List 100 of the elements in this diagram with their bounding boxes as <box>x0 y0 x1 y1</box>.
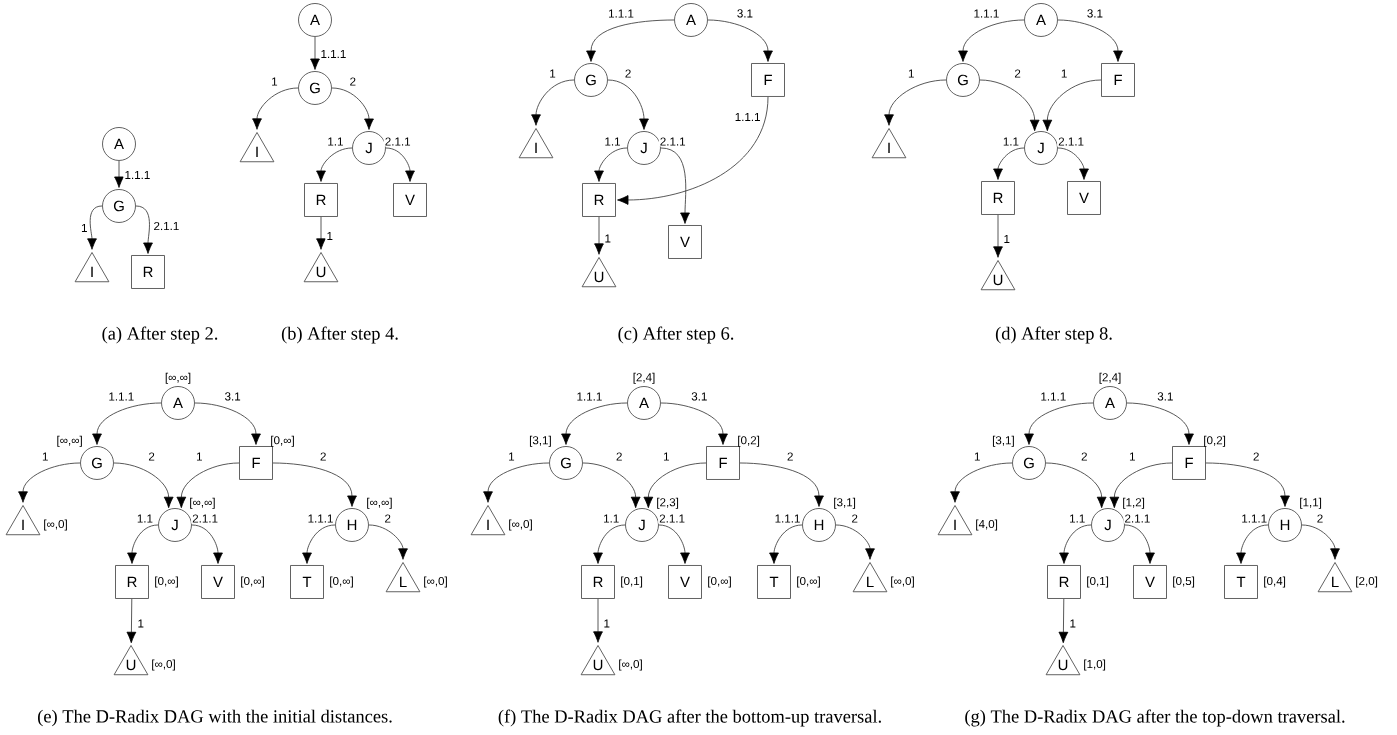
arrow <box>707 19 773 62</box>
edge-label: 1 <box>662 451 671 462</box>
distance-label: [0,5] <box>1173 576 1195 588</box>
arrow <box>18 462 81 503</box>
triangle-node: U <box>580 645 616 676</box>
square-node: R <box>131 255 165 289</box>
caption: (g) The D-Radix DAG after the top-down traversal. <box>965 709 1345 727</box>
distance-label: [3,1] <box>992 435 1014 447</box>
arrow <box>1205 462 1290 507</box>
edge-label: 2.1.1 <box>1057 136 1086 147</box>
edge-label: 1 <box>1059 68 1069 79</box>
square-node: T <box>290 565 324 599</box>
distance-label: [1,1] <box>1300 497 1322 509</box>
arrow <box>1024 402 1094 445</box>
triangle-node: U <box>581 257 617 288</box>
edge-label: 2 <box>318 451 328 462</box>
triangle-node: I <box>74 252 110 283</box>
distance-label: [2,4] <box>1099 372 1121 384</box>
caption: (f) The D-Radix DAG after the bottom-up traversal. <box>498 709 881 727</box>
arrow <box>739 462 824 507</box>
arrow <box>385 147 415 182</box>
arrow <box>135 205 153 254</box>
distance-label: [0,2] <box>1204 435 1226 447</box>
arrow <box>993 214 1003 258</box>
circle-node: G <box>1012 446 1046 480</box>
arrow <box>272 462 357 507</box>
distance-label: [4,0] <box>976 519 998 531</box>
edge-label: 2.1.1 <box>152 220 181 232</box>
circle-node: A <box>298 3 332 37</box>
arrow <box>958 19 1025 62</box>
edge-label: 1.1.1 <box>123 169 152 181</box>
edge-label: 1.1.1 <box>607 8 635 19</box>
edge-label: 1.1.1 <box>972 8 1001 19</box>
edge-label: 1 <box>80 222 89 234</box>
edge-label: 1.1 <box>1001 136 1021 147</box>
circle-node: J <box>627 131 661 165</box>
arrow <box>884 79 947 126</box>
triangle-node: I <box>518 128 554 159</box>
distance-label: [0,4] <box>1264 576 1286 588</box>
circle-node: A <box>102 127 136 161</box>
edge-label: 1 <box>972 451 982 462</box>
distance-label: [0,1] <box>1087 576 1109 588</box>
edge-label: 2 <box>1315 513 1325 524</box>
edge-label: 1.1 <box>602 513 621 524</box>
triangle-node: I <box>239 132 275 163</box>
circle-node: G <box>80 446 114 480</box>
edge-label: 1.1.1 <box>733 111 762 123</box>
circle-node: J <box>158 508 192 542</box>
edge-label: 2 <box>1251 451 1261 462</box>
edge-label: 2 <box>1080 451 1089 462</box>
circle-node: A <box>674 3 708 37</box>
arrow <box>127 524 159 564</box>
square-node: F <box>1172 446 1206 480</box>
edge-label: 3.1 <box>223 391 242 402</box>
arrow <box>594 216 604 255</box>
edge-label: 1 <box>40 451 50 462</box>
triangle-node: L <box>385 562 421 593</box>
circle-node: J <box>1091 508 1125 542</box>
distance-label: [2,3] <box>657 497 679 509</box>
arrow <box>1059 524 1092 564</box>
distance-label: [∞,0] <box>619 659 642 671</box>
square-node: V <box>1133 565 1167 599</box>
edge-label: 1.1 <box>603 136 622 147</box>
caption: (b) After step 4. <box>281 326 398 344</box>
edge-label: 1 <box>906 68 916 79</box>
edge-label: 2 <box>623 68 633 79</box>
arrow <box>126 598 137 644</box>
edge-label: 1 <box>1128 451 1137 462</box>
edge-label: 2 <box>785 451 795 462</box>
caption: (e) The D-Radix DAG with the initial distances. <box>38 709 392 727</box>
arrow <box>658 524 690 564</box>
edge-label: 1.1.1 <box>1240 513 1269 524</box>
distance-label: [∞,0] <box>509 519 532 531</box>
edge-label: 2.1.1 <box>658 136 687 147</box>
distance-label: [∞,0] <box>44 519 67 531</box>
circle-node: G <box>574 63 608 97</box>
circle-node: G <box>549 446 583 480</box>
circle-node: J <box>1024 131 1058 165</box>
edge-label: 3.1 <box>690 391 709 402</box>
arrow <box>1109 462 1173 509</box>
distance-label: [3,1] <box>834 497 856 509</box>
distance-label: [2,4] <box>633 372 655 384</box>
square-node: V <box>201 565 235 599</box>
square-node: V <box>668 225 702 259</box>
arrow <box>316 216 326 250</box>
edge-label: 3.1 <box>1085 8 1104 19</box>
arrow <box>979 79 1040 132</box>
square-node: F <box>1101 63 1135 97</box>
edge-label: 2 <box>147 451 156 462</box>
distance-label: [0,∞] <box>708 576 731 588</box>
triangle-node: I <box>5 505 41 536</box>
arrow <box>586 19 675 62</box>
distance-label: [∞,0] <box>891 576 914 588</box>
square-node: R <box>582 183 616 217</box>
caption: (c) After step 6. <box>618 326 734 344</box>
circle-node: H <box>802 508 836 542</box>
arrow <box>92 402 162 445</box>
circle-node: G <box>298 71 332 105</box>
arrow <box>1057 19 1123 62</box>
circle-node: J <box>352 131 386 165</box>
